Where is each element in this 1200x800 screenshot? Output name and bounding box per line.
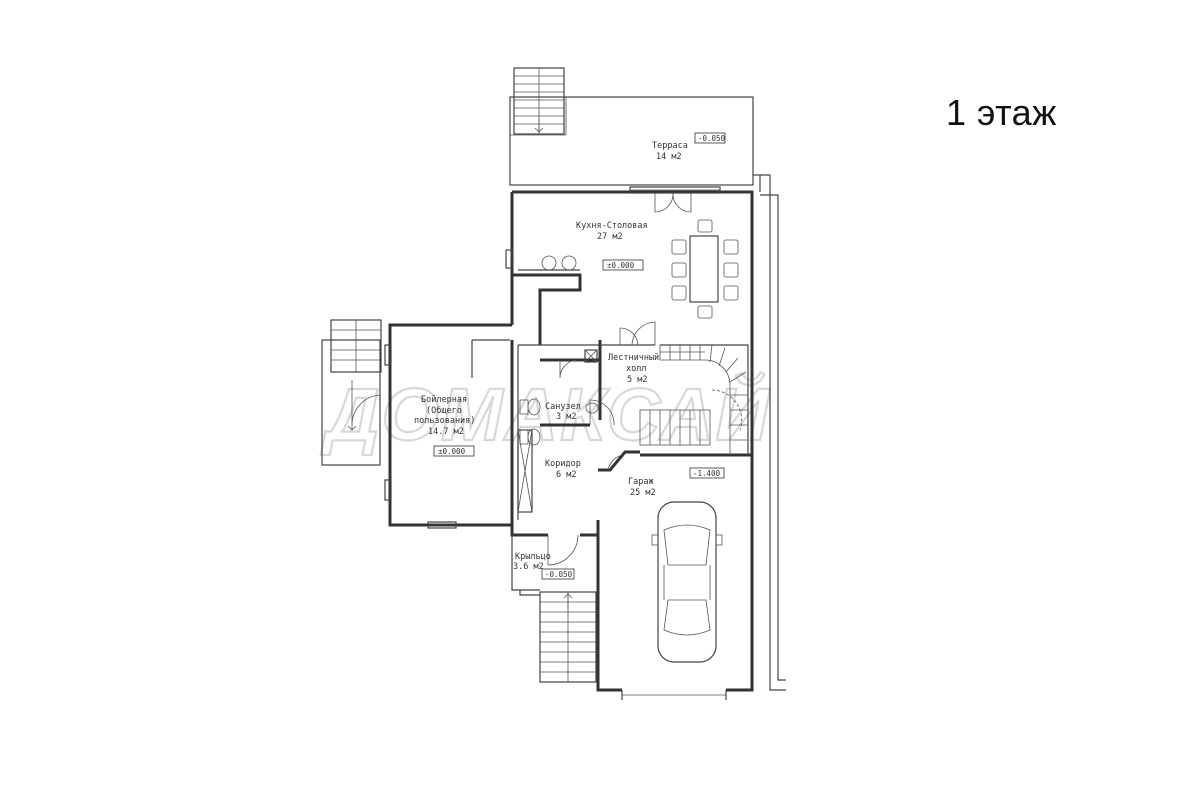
stair-hall-staircase: [639, 344, 749, 455]
central-walls: [510, 340, 752, 525]
room-label-kitchen: Кухня-Столовая 27 м2 ±0.000: [576, 221, 648, 271]
garage-car: [651, 501, 723, 663]
floor-title: 1 этаж: [946, 92, 1057, 133]
terrace-stairs: [513, 67, 565, 135]
svg-text:Бойлерная: Бойлерная: [421, 395, 467, 405]
kitchen-inner: [505, 249, 582, 345]
svg-text:-0.050: -0.050: [545, 570, 573, 579]
watermark: ДОМАКСАЙ: [320, 372, 771, 456]
svg-text:(Общего: (Общего: [426, 405, 462, 416]
bathroom-fixtures: [519, 398, 599, 446]
svg-text:пользования): пользования): [414, 416, 475, 426]
kitchen-terrace-door: [654, 192, 692, 213]
svg-text:Лестничный: Лестничный: [608, 353, 659, 363]
svg-text:14.7 м2: 14.7 м2: [428, 427, 464, 437]
room-label-boiler: Бойлерная (Общего пользования) 14.7 м2 ±…: [414, 395, 475, 457]
room-label-garage: -1.400 Гараж 25 м2: [628, 467, 725, 498]
doors: [547, 321, 656, 566]
svg-text:Гараж: Гараж: [628, 477, 654, 487]
svg-text:±0.000: ±0.000: [607, 261, 635, 270]
svg-text:Терраса: Терраса: [652, 141, 688, 151]
svg-text:3.6 м2: 3.6 м2: [513, 562, 544, 572]
room-label-corridor: Коридор 6 м2: [545, 459, 581, 480]
svg-text:-0.050: -0.050: [698, 134, 726, 143]
kitchen-window: [629, 186, 721, 194]
svg-text:5 м2: 5 м2: [627, 375, 647, 385]
svg-text:25 м2: 25 м2: [630, 488, 656, 498]
room-label-terrace: Терраса 14 м2 -0.050: [652, 132, 726, 162]
garage-door: [621, 690, 727, 700]
room-label-bath: Санузел 3 м2: [545, 402, 581, 422]
svg-text:±0.000: ±0.000: [438, 447, 466, 456]
room-label-stairhall: Лестничный холл 5 м2: [608, 353, 659, 385]
svg-text:-1.400: -1.400: [693, 469, 721, 478]
svg-text:Кухня-Столовая: Кухня-Столовая: [576, 221, 648, 231]
svg-text:Коридор: Коридор: [545, 459, 581, 469]
svg-text:6 м2: 6 м2: [556, 470, 576, 480]
boiler-room: [384, 339, 510, 529]
svg-text:14 м2: 14 м2: [656, 152, 682, 162]
svg-text:Крыльцо: Крыльцо: [515, 552, 551, 562]
svg-text:холл: холл: [626, 364, 646, 374]
terrace-area: [509, 67, 754, 186]
dining-table: [671, 219, 739, 319]
svg-text:3 м2: 3 м2: [556, 412, 576, 422]
boiler-entrance-stairs: [321, 319, 382, 466]
svg-text:27 м2: 27 м2: [597, 232, 623, 242]
exterior-walls: [388, 174, 786, 692]
room-label-porch: Крыльцо 3.6 м2 -0.050: [513, 552, 575, 580]
porch-stairs: [511, 535, 597, 683]
svg-text:Санузел: Санузел: [545, 402, 581, 412]
